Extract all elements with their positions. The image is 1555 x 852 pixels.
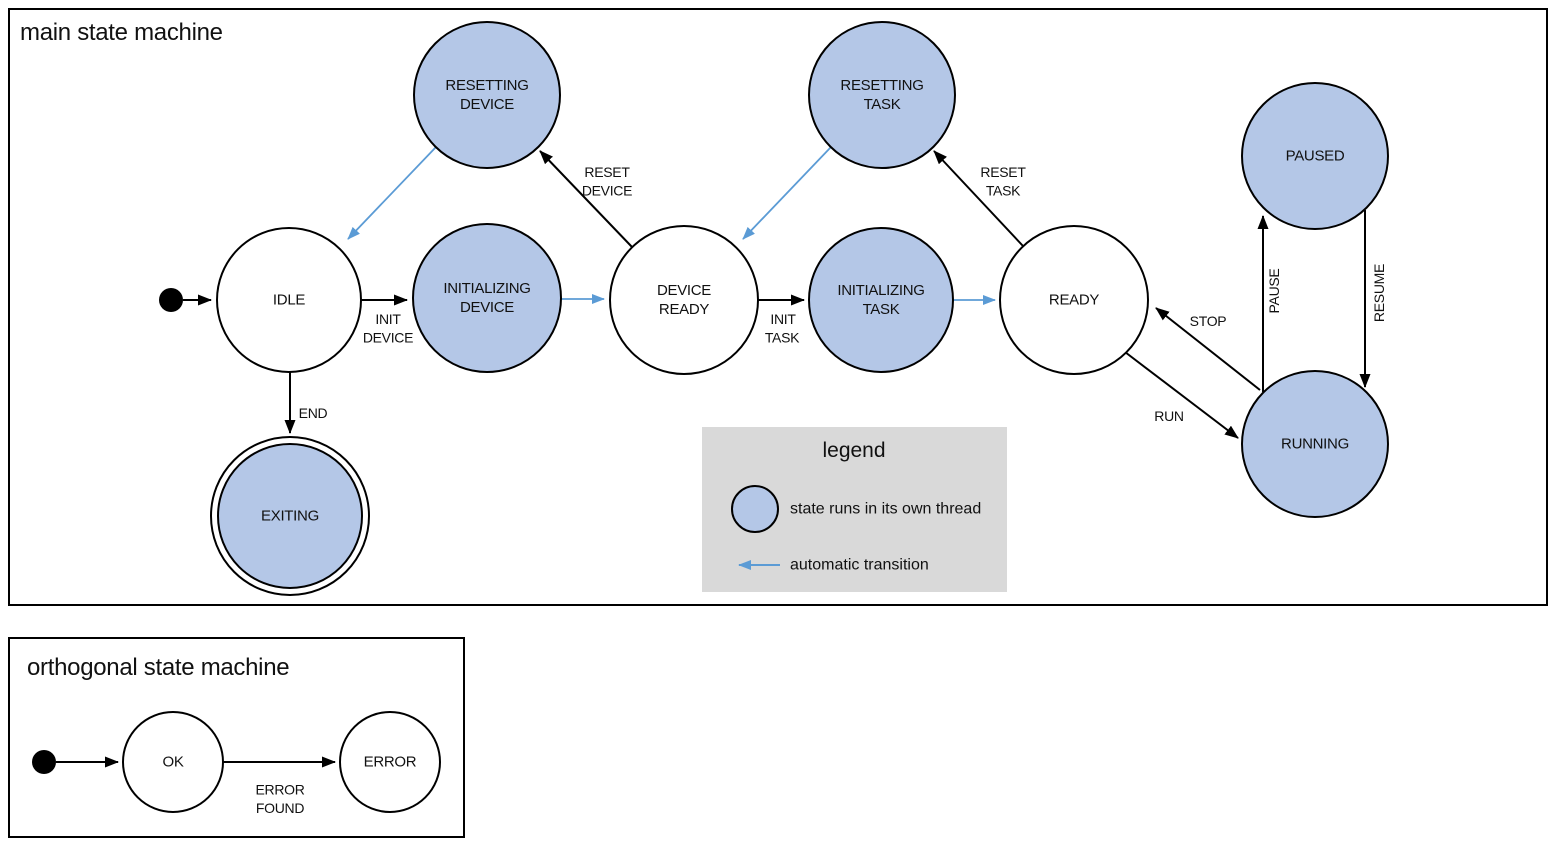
state-paused-label: PAUSED [1286,148,1345,165]
state-running: RUNNING [1241,370,1389,518]
legend-threaded-state-icon [731,485,779,533]
state-idle-circle [216,227,362,373]
state-device-ready-label-line2: READY [659,301,709,318]
transition-ready-to-resetting-task [933,150,1024,247]
transition-resetting-device-to-idle-automatic [347,146,437,240]
transition-label-end: END [299,405,328,421]
state-resetting-task-circle [808,21,956,169]
transition-label-reset-task-line1: RESET [980,164,1026,180]
transition-label-init-device-line1: INIT [375,311,401,327]
state-device-ready-label-line1: DEVICE [657,282,711,299]
state-initializing-device-label-line2: DEVICE [460,299,514,316]
legend-title: legend [822,439,885,462]
transition-label-error-found-line1: ERROR [255,782,304,798]
initial-state-dot [159,288,183,312]
transition-label-init-task-line2: TASK [765,330,800,346]
transition-label-stop: STOP [1190,313,1227,329]
transition-resetting-task-to-device-ready-automatic [742,146,832,240]
transition-label-run: RUN [1154,408,1183,424]
state-paused-circle [1241,82,1389,230]
state-ok-label: OK [162,754,183,771]
state-resetting-task-label-line1: RESETTING [840,77,923,94]
state-exiting-circle [217,443,363,589]
transition-label-resume: RESUME [1371,264,1387,322]
state-error-circle [339,711,441,813]
state-initializing-task-label-line1: INITIALIZING [837,282,924,299]
state-device-ready: DEVICE READY [609,225,759,375]
state-resetting-device-label-line2: DEVICE [460,96,514,113]
state-exiting-final: EXITING [210,436,370,596]
transition-label-reset-device-line2: DEVICE [582,183,632,199]
transition-label-error-found-line2: FOUND [256,800,304,816]
legend-auto-label: automatic transition [790,557,929,574]
orthogonal-state-machine-svg: orthogonal state machine ERROR FOUND OK … [27,654,441,816]
state-resetting-device-circle [413,21,561,169]
legend-thread-label: state runs in its own thread [790,501,981,518]
state-resetting-device-label-line1: RESETTING [445,77,528,94]
state-ready: READY [999,225,1149,375]
state-device-ready-circle [609,225,759,375]
transition-label-reset-device-line1: RESET [584,164,630,180]
transition-device-ready-to-resetting-device [539,150,633,248]
state-ok: OK [122,711,224,813]
state-ready-circle [999,225,1149,375]
state-error: ERROR [339,711,441,813]
state-running-label: RUNNING [1281,436,1349,453]
state-initializing-task: INITIALIZING TASK [808,227,954,373]
transition-label-reset-task-line2: TASK [986,183,1021,199]
state-resetting-task-label-line2: TASK [864,96,901,113]
main-state-machine-svg: main state machine INIT DEVICE RESET DEV… [20,19,1389,596]
transition-running-to-ready [1155,307,1261,391]
transition-label-pause: PAUSE [1266,269,1282,314]
main-panel-title: main state machine [20,19,223,46]
state-running-circle [1241,370,1389,518]
main-state-machine-panel: main state machine INIT DEVICE RESET DEV… [8,8,1548,606]
state-ok-circle [122,711,224,813]
state-initializing-device: INITIALIZING DEVICE [412,223,562,373]
state-initializing-task-label-line2: TASK [863,301,900,318]
state-initializing-device-circle [412,223,562,373]
initial-state-dot [32,750,56,774]
state-initializing-task-circle [808,227,954,373]
transition-label-init-device-line2: DEVICE [363,330,413,346]
state-resetting-device: RESETTING DEVICE [413,21,561,169]
state-idle: IDLE [216,227,362,373]
orthogonal-panel-title: orthogonal state machine [27,654,289,681]
state-initializing-device-label-line1: INITIALIZING [443,280,530,297]
transition-label-init-task-line1: INIT [770,311,796,327]
state-idle-label: IDLE [273,292,305,309]
orthogonal-state-machine-panel: orthogonal state machine ERROR FOUND OK … [8,637,465,838]
state-resetting-task: RESETTING TASK [808,21,956,169]
state-ready-label: READY [1049,292,1099,309]
transition-ready-to-running [1124,351,1239,439]
legend: legend state runs in its own thread auto… [702,427,1007,592]
state-exiting-label: EXITING [261,508,319,525]
state-error-label: ERROR [364,754,417,771]
state-paused: PAUSED [1241,82,1389,230]
